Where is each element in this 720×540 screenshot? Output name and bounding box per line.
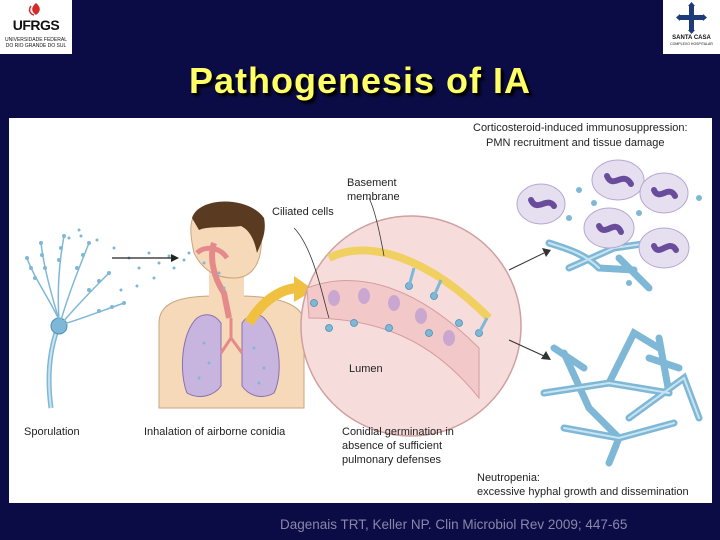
conidiophore-illustration — [25, 228, 186, 409]
citation: Dagenais TRT, Keller NP. Clin Microbiol … — [280, 517, 628, 532]
cross-icon — [676, 2, 707, 34]
ufrgs-name: UFRGS — [12, 17, 60, 33]
corticosteroid-label-line2: PMN recruitment and tissue damage — [486, 137, 665, 149]
pathogenesis-illustration — [25, 159, 703, 467]
corticosteroid-label-line1: Corticosteroid-induced immunosuppression… — [473, 122, 688, 134]
inhalation-label: Inhalation of airborne conidia — [144, 426, 286, 438]
ufrgs-logo: UFRGS UNIVERSIDADE FEDERAL DO RIO GRANDE… — [0, 0, 72, 54]
santa-casa-subtitle: COMPLEXO HOSPITALAR — [670, 42, 713, 46]
basement-membrane-label-line1: Basement — [347, 177, 397, 189]
slide-title: Pathogenesis of IA — [188, 60, 532, 101]
ufrgs-subtitle-line1: UNIVERSIDADE FEDERAL — [5, 37, 67, 43]
flame-icon — [28, 3, 40, 16]
human-figure-illustration — [158, 201, 314, 409]
germination-label-line2: absence of sufficient — [342, 440, 443, 452]
neutrophils-illustration — [516, 159, 702, 292]
santa-casa-name: SANTA CASA — [672, 35, 711, 41]
ciliated-cells-label: Ciliated cells — [272, 206, 334, 218]
airway-section-illustration — [293, 197, 551, 437]
ufrgs-subtitle-line2: DO RIO GRANDE DO SUL — [5, 43, 67, 49]
pathogenesis-figure: Corticosteroid-induced immunosuppression… — [9, 118, 712, 503]
lumen-label: Lumen — [349, 363, 383, 375]
germination-label-line1: Conidial germination in — [342, 426, 454, 438]
neutropenia-label-line1: Neutropenia: — [477, 472, 540, 484]
basement-membrane-label-line2: membrane — [347, 191, 400, 203]
santa-casa-logo: SANTA CASA COMPLEXO HOSPITALAR — [663, 0, 720, 54]
germination-label-line3: pulmonary defenses — [342, 454, 442, 466]
sporulation-label: Sporulation — [24, 426, 80, 438]
hyphal-growth-illustration — [540, 328, 703, 467]
neutropenia-label-line2: excessive hyphal growth and disseminatio… — [477, 486, 689, 498]
